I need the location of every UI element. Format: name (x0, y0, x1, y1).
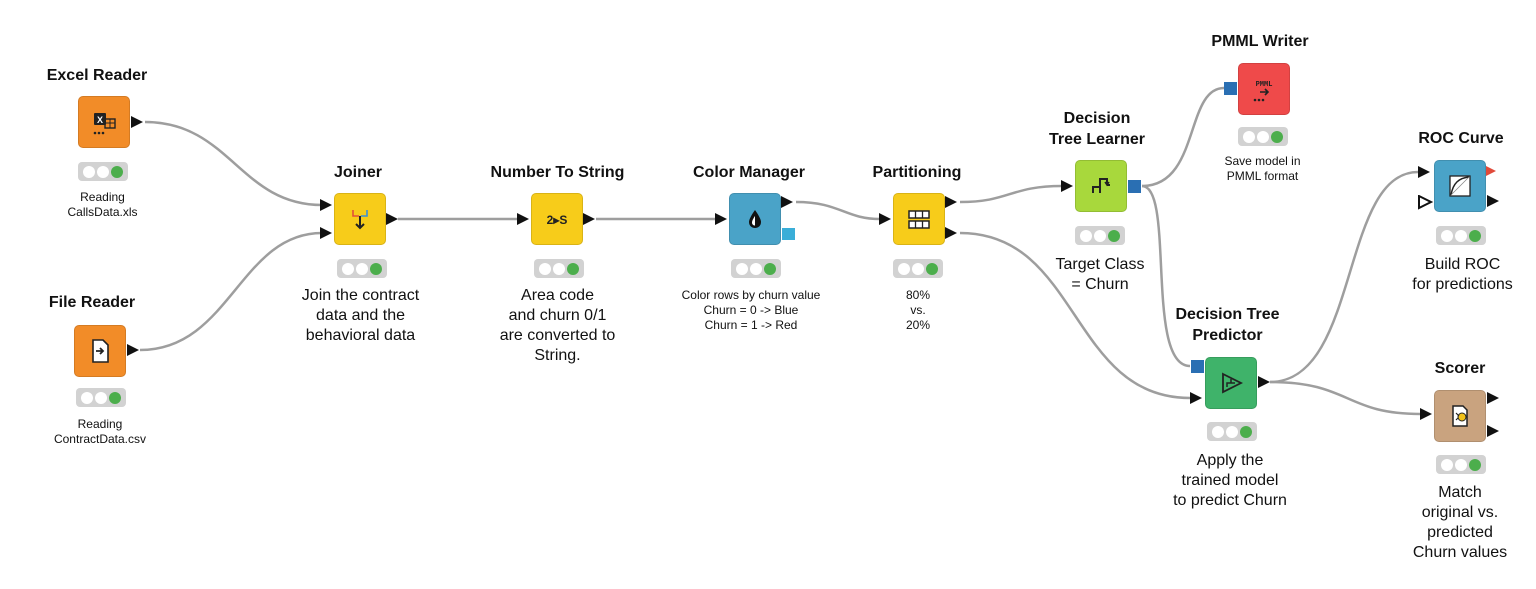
wire-colormgr-partition (795, 200, 881, 221)
input-port[interactable] (320, 227, 334, 241)
pmml-writer-icon[interactable]: PMML (1238, 63, 1290, 115)
excel-reader-icon[interactable]: X (78, 96, 130, 148)
color-manager-icon[interactable] (729, 193, 781, 245)
view-output-port[interactable] (782, 228, 795, 240)
svg-text:PMML: PMML (1256, 81, 1273, 89)
node-status-indicator (1075, 226, 1125, 245)
output-port[interactable] (781, 196, 795, 210)
node-description: Area code and churn 0/1 are converted to… (499, 287, 616, 364)
file-reader-icon[interactable] (74, 325, 126, 377)
wire-predictor-roc (1269, 170, 1419, 384)
number-to-string-icon[interactable]: 2▸S (531, 193, 583, 245)
node-description: Apply the trained model to predict Churn (1173, 452, 1287, 509)
model-output-port[interactable] (1128, 180, 1141, 193)
input-port[interactable] (1418, 166, 1432, 180)
view-output-port[interactable] (1486, 166, 1500, 178)
svg-text:2▸S: 2▸S (547, 213, 568, 227)
model-input-port[interactable] (1191, 360, 1204, 373)
node-title: ROC Curve (1418, 130, 1504, 147)
node-status-indicator (731, 259, 781, 278)
decision-tree-predictor-icon[interactable] (1205, 357, 1257, 409)
node-description: Target Class = Churn (1055, 256, 1145, 293)
node-title: Decision Tree Predictor (1175, 306, 1280, 344)
node-title: File Reader (48, 294, 136, 311)
node-title: Decision Tree Learner (1048, 110, 1146, 148)
output-port[interactable] (945, 227, 959, 241)
node-title: PMML Writer (1211, 33, 1309, 50)
node-status-indicator (534, 259, 584, 278)
output-port[interactable] (127, 344, 141, 358)
node-description: Reading CallsData.xls (67, 190, 138, 219)
output-port[interactable] (131, 116, 145, 130)
wire-learner-pmml (1141, 86, 1225, 188)
node-title: Number To String (490, 164, 625, 181)
node-status-indicator (1436, 226, 1486, 245)
joiner-icon[interactable] (334, 193, 386, 245)
node-description: Join the contract data and the behaviora… (301, 287, 420, 344)
svg-text:X: X (97, 115, 103, 125)
model-input-port[interactable] (1224, 82, 1237, 95)
node-description: Color rows by churn value Churn = 0 -> B… (681, 288, 821, 332)
output-port[interactable] (1258, 376, 1272, 390)
input-port[interactable] (320, 199, 334, 213)
decision-tree-learner-icon[interactable] (1075, 160, 1127, 212)
input-port[interactable] (1418, 195, 1434, 211)
output-port[interactable] (1487, 425, 1501, 439)
wire-learner-predictor (1141, 184, 1191, 368)
roc-curve-icon[interactable] (1434, 160, 1486, 212)
wire-partition-predictor (959, 231, 1191, 400)
input-port[interactable] (1061, 180, 1075, 194)
node-description: Reading ContractData.csv (53, 417, 147, 446)
node-status-indicator (893, 259, 943, 278)
node-description: Build ROC for predictions (1412, 256, 1513, 293)
node-status-indicator (1436, 455, 1486, 474)
node-title: Excel Reader (46, 67, 148, 84)
wire-predictor-scorer (1269, 380, 1421, 416)
node-status-indicator (337, 259, 387, 278)
node-description: Save model in PMML format (1224, 154, 1301, 183)
node-status-indicator (1238, 127, 1288, 146)
scorer-icon[interactable] (1434, 390, 1486, 442)
output-port[interactable] (1487, 195, 1501, 209)
output-port[interactable] (583, 213, 597, 227)
input-port[interactable] (715, 213, 729, 227)
node-description: Match original vs. predicted Churn value… (1412, 484, 1508, 561)
node-title: Color Manager (692, 164, 805, 181)
node-status-indicator (76, 388, 126, 407)
node-title: Scorer (1434, 360, 1486, 377)
input-port[interactable] (879, 213, 893, 227)
partitioning-icon[interactable] (893, 193, 945, 245)
node-status-indicator (78, 162, 128, 181)
node-title: Joiner (333, 164, 382, 181)
output-port[interactable] (1487, 392, 1501, 406)
input-port[interactable] (517, 213, 531, 227)
wire-partition-learner (959, 184, 1063, 204)
wire-file-joiner (139, 231, 323, 352)
output-port[interactable] (945, 196, 959, 210)
node-description: 80% vs. 20% (905, 288, 931, 332)
output-port[interactable] (386, 213, 400, 227)
node-status-indicator (1207, 422, 1257, 441)
node-title: Partitioning (872, 164, 962, 181)
wire-excel-joiner (144, 120, 323, 207)
input-port[interactable] (1190, 392, 1204, 406)
input-port[interactable] (1420, 408, 1434, 422)
